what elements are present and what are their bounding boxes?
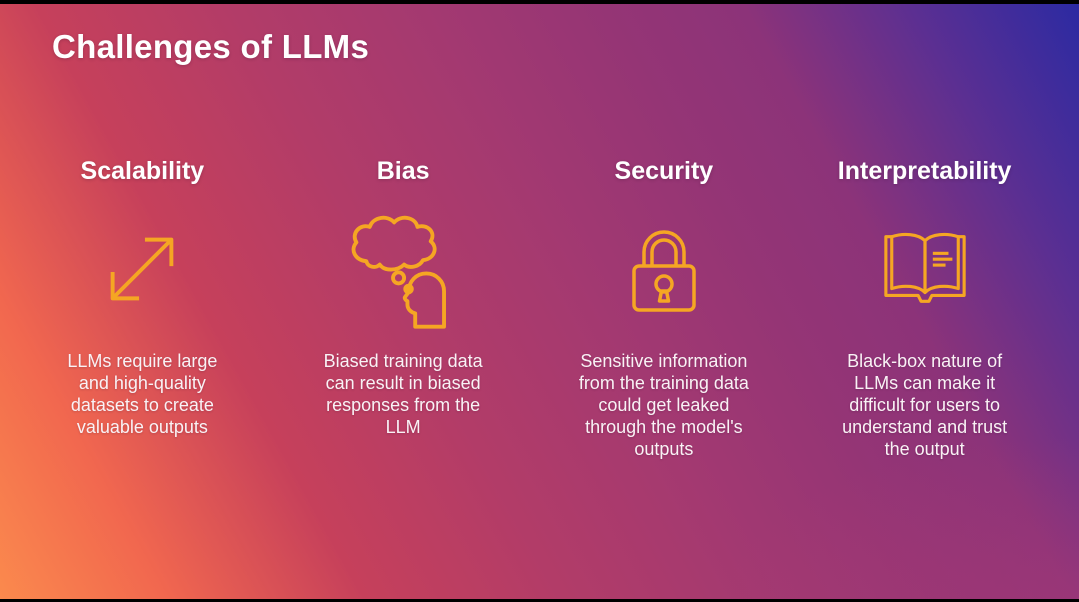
- thought-bubble-head-icon: [342, 194, 464, 344]
- column-description: Biased training data can result in biase…: [323, 351, 483, 437]
- column-security: Security Sensitive information from the …: [534, 156, 795, 460]
- letterbox-bottom-bar: [0, 599, 1079, 602]
- column-scalability: Scalability LLMs require large and high-…: [12, 156, 273, 460]
- column-heading: Scalability: [80, 157, 205, 185]
- letterbox-top-bar: [0, 0, 1079, 4]
- expand-arrows-icon: [95, 194, 189, 344]
- column-interpretability: Interpretability Black-box nature of LLM…: [794, 156, 1055, 460]
- columns-container: Scalability LLMs require large and high-…: [12, 156, 1055, 460]
- column-bias: Bias Biased training data can result in …: [273, 156, 534, 460]
- column-description: LLMs require large and high-quality data…: [67, 351, 218, 437]
- slide-title: Challenges of LLMs: [52, 28, 370, 65]
- column-heading: Bias: [376, 157, 430, 185]
- column-heading: Security: [614, 157, 714, 185]
- open-book-icon: [876, 194, 974, 344]
- column-description: Black-box nature of LLMs can make it dif…: [842, 351, 1008, 459]
- column-description: Sensitive information from the training …: [578, 351, 749, 459]
- padlock-icon: [622, 194, 706, 344]
- column-heading: Interpretability: [837, 157, 1012, 185]
